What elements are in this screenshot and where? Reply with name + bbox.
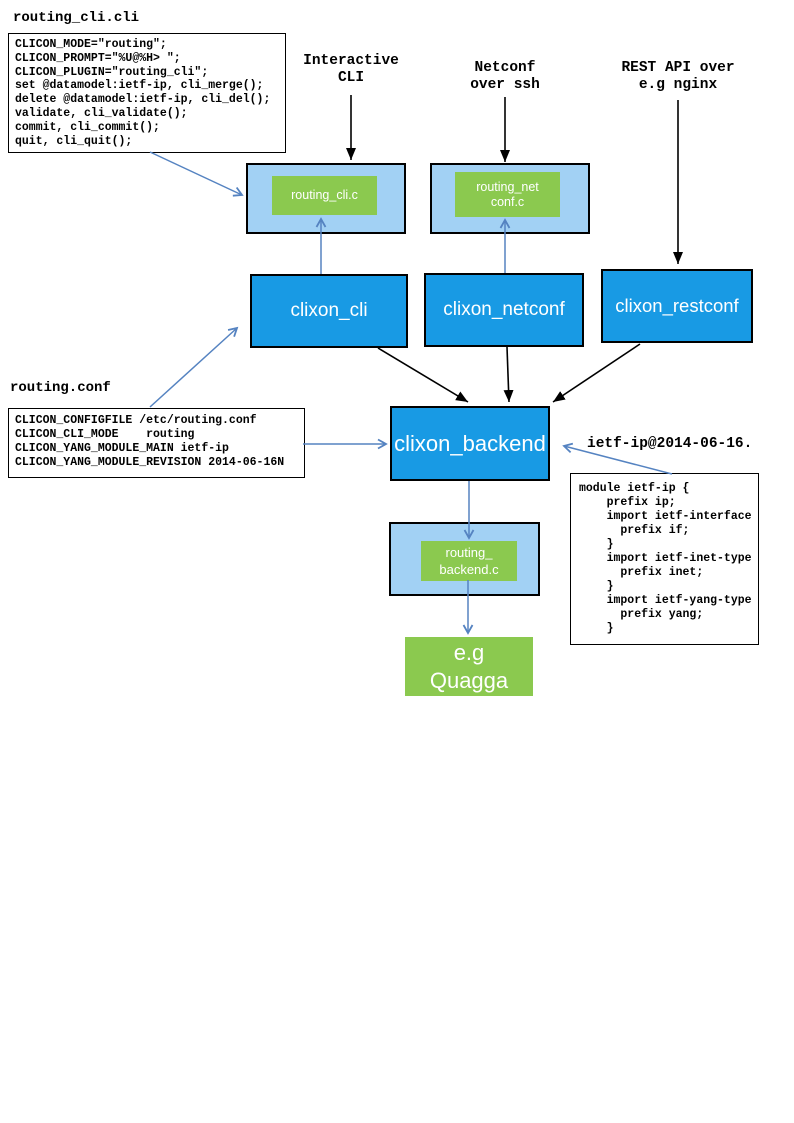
clixon-backend-node: clixon_backend xyxy=(390,406,550,481)
netconf-plugin-node: routing_net conf.c xyxy=(455,172,560,217)
cli-file-code-box: CLICON_MODE="routing"; CLICON_PROMPT="%U… xyxy=(8,33,286,153)
arrow-conf-to-clixoncli xyxy=(149,326,239,408)
arrow-restconf-to-backend xyxy=(552,343,641,403)
clixon-cli-node: clixon_cli xyxy=(250,274,408,348)
cli-plugin-node: routing_cli.c xyxy=(272,176,377,215)
clixon-netconf-node: clixon_netconf xyxy=(424,273,584,347)
clixon-restconf-node: clixon_restconf xyxy=(601,269,753,343)
arrow-cli-to-backend xyxy=(377,347,469,403)
arrow-netconf-to-backend xyxy=(503,346,514,403)
quagga-node: e.g Quagga xyxy=(405,637,533,696)
yang-module-label: ietf-ip@2014-06-16. xyxy=(587,436,753,452)
netconf-over-ssh-label: Netconf over ssh xyxy=(470,60,540,93)
arrow-clifile-to-cliplugin xyxy=(149,151,244,197)
conf-file-title: routing.conf xyxy=(10,380,111,396)
interactive-cli-label: Interactive CLI xyxy=(303,53,399,86)
cli-file-title: routing_cli.cli xyxy=(13,10,140,26)
backend-plugin-node: routing_ backend.c xyxy=(421,541,517,581)
yang-module-code-box: module ietf-ip { prefix ip; import ietf-… xyxy=(570,473,759,645)
rest-api-label: REST API over e.g nginx xyxy=(621,60,735,93)
conf-file-code-box: CLICON_CONFIGFILE /etc/routing.conf CLIC… xyxy=(8,408,305,478)
